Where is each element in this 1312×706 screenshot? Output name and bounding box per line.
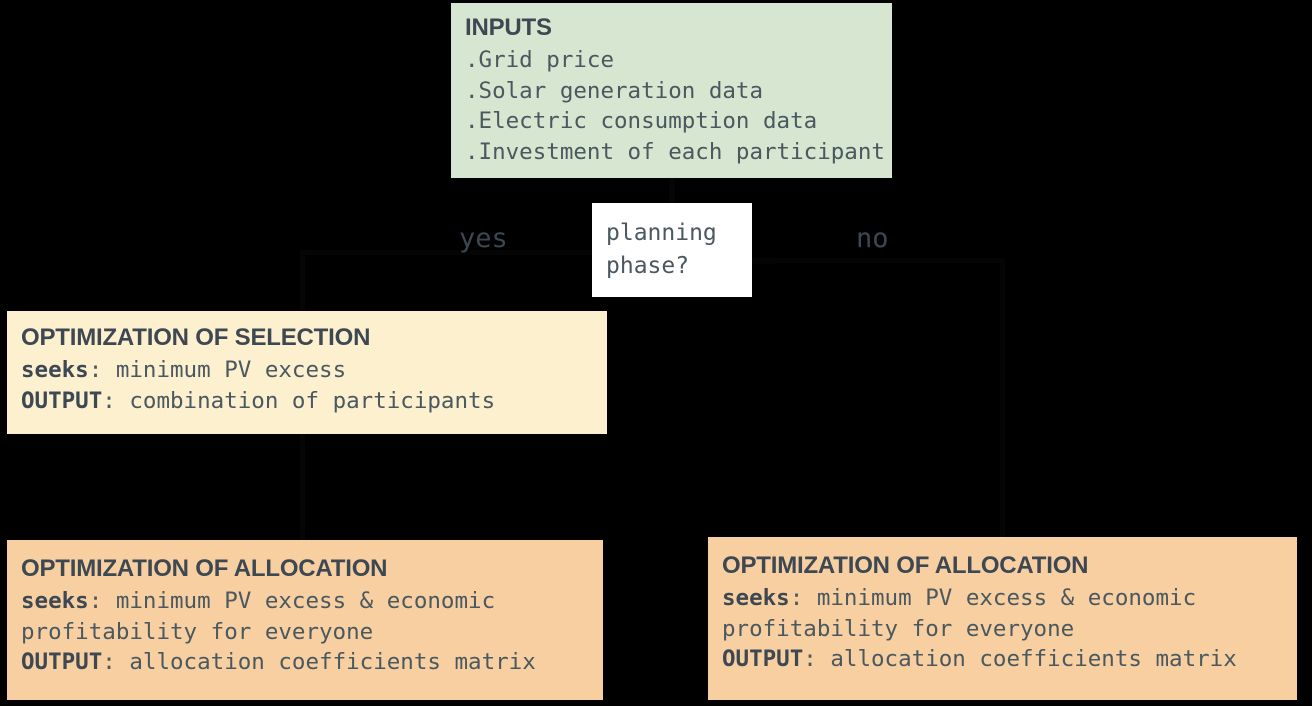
- allocation-left-seeks-continuation: profitability for everyone: [21, 618, 374, 645]
- edge-yes-horizontal: [300, 250, 592, 255]
- inputs-item-grid-price: .Grid price: [465, 47, 615, 73]
- allocation-right-output-row: OUTPUT: allocation coefficients matrix: [722, 644, 1297, 675]
- inputs-title: INPUTS: [465, 14, 552, 41]
- selection-seeks-row: seeks: minimum PV excess: [21, 355, 607, 386]
- edge-yes-vertical: [300, 250, 305, 312]
- edge-inputs-to-decision: [669, 178, 675, 205]
- allocation-left-output-value: : allocation coefficients matrix: [102, 649, 536, 675]
- edge-decision-right-stub: [752, 258, 774, 264]
- selection-output-row: OUTPUT: combination of participants: [21, 386, 607, 417]
- allocation-right-title: OPTIMIZATION OF ALLOCATION: [722, 552, 1089, 579]
- allocation-left-output-row: OUTPUT: allocation coefficients matrix: [21, 647, 603, 678]
- selection-output-label: OUTPUT: [21, 387, 103, 414]
- selection-seeks-value: : minimum PV excess: [88, 357, 347, 383]
- allocation-right-output-value: : allocation coefficients matrix: [803, 646, 1237, 672]
- node-optimization-of-allocation-yes: OPTIMIZATION OF ALLOCATION seeks: minimu…: [7, 540, 603, 700]
- node-decision-planning-phase: planning phase?: [592, 203, 752, 297]
- edge-selection-to-allocation: [300, 434, 305, 540]
- node-inputs: INPUTS .Grid price .Solar generation dat…: [451, 3, 892, 178]
- inputs-item-investment: .Investment of each participant: [465, 138, 885, 165]
- decision-line-2: phase?: [606, 253, 690, 279]
- selection-seeks-label: seeks: [21, 357, 89, 383]
- decision-line-1: planning: [606, 220, 717, 246]
- inputs-item-electric-consumption: .Electric consumption data: [465, 108, 818, 134]
- allocation-left-title: OPTIMIZATION OF ALLOCATION: [21, 555, 388, 582]
- allocation-left-seeks-label: seeks: [21, 588, 89, 614]
- allocation-right-seeks-row: seeks: minimum PV excess & economic: [722, 583, 1297, 614]
- allocation-right-seeks-continuation: profitability for everyone: [722, 615, 1075, 642]
- selection-output-value: : combination of participants: [102, 387, 496, 414]
- node-optimization-of-allocation-no: OPTIMIZATION OF ALLOCATION seeks: minimu…: [708, 537, 1297, 700]
- allocation-right-seeks-label: seeks: [722, 585, 790, 611]
- inputs-item-solar-generation: .Solar generation data: [465, 77, 764, 104]
- edge-no-vertical: [1000, 258, 1005, 538]
- edge-label-yes: yes: [459, 223, 508, 254]
- allocation-right-output-label: OUTPUT: [722, 646, 804, 672]
- edge-no-horizontal: [774, 258, 1002, 263]
- edge-label-no: no: [856, 223, 889, 254]
- selection-title: OPTIMIZATION OF SELECTION: [21, 324, 371, 351]
- allocation-left-seeks-row: seeks: minimum PV excess & economic: [21, 586, 603, 617]
- allocation-right-seeks-value: : minimum PV excess & economic: [789, 585, 1197, 611]
- allocation-left-seeks-value: : minimum PV excess & economic: [88, 588, 496, 614]
- allocation-left-output-label: OUTPUT: [21, 649, 103, 675]
- node-optimization-of-selection: OPTIMIZATION OF SELECTION seeks: minimum…: [7, 311, 607, 434]
